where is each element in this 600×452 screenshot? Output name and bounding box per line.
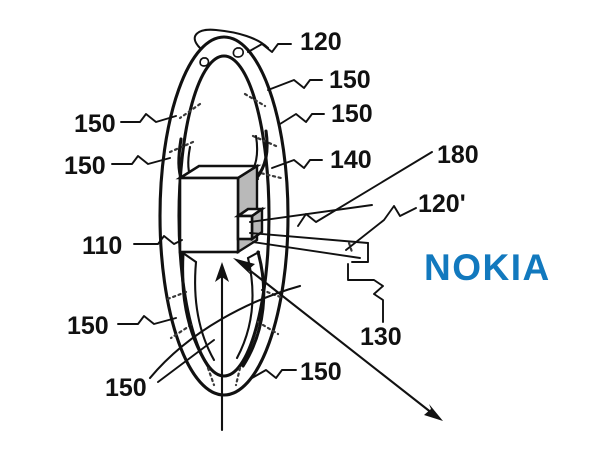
ring-segment-dash-10 <box>206 366 216 387</box>
feed-arrow-short-diagonal-head <box>233 258 255 276</box>
leader-line-group <box>111 43 433 383</box>
ref-label-150-right-2: 150 <box>331 100 373 128</box>
ring-segment-dash-2 <box>251 134 278 148</box>
ref-label-180: 180 <box>437 141 479 169</box>
leader-180-rail-top <box>249 204 373 223</box>
leader-150-left-1 <box>120 113 177 123</box>
shoulder-joint-left-bottom <box>181 251 198 264</box>
leader-150-bottom-right <box>251 369 297 379</box>
ref-label-150-right-1: 150 <box>329 66 371 94</box>
ref-label-150-left-2: 150 <box>64 152 106 180</box>
leader-120-prime <box>345 205 417 251</box>
ref-label-150-bottom-r: 150 <box>300 358 342 386</box>
device-box-group <box>175 163 267 255</box>
shoulder-joint-right-bottom <box>246 250 261 260</box>
leader-140-right <box>271 159 323 169</box>
antenna-ring-group <box>158 28 290 397</box>
ref-label-140-right: 140 <box>330 146 372 174</box>
ring-lower-cone-left <box>181 251 210 368</box>
leader-120-top <box>247 43 292 53</box>
ring-segment-dash-3 <box>254 170 283 180</box>
ref-label-130: 130 <box>360 323 402 351</box>
device-box-front-face <box>178 176 240 254</box>
leader-110 <box>133 235 183 245</box>
ring-segment-dash-6 <box>163 290 188 302</box>
feed-arrow-vertical-head <box>215 262 229 282</box>
arrow-group <box>148 258 443 432</box>
nokia-wordmark-text: NOKIA <box>424 247 551 288</box>
leader-150-left-3 <box>117 315 177 325</box>
leader-150-left-2 <box>111 155 171 165</box>
ring-lower-cone-right <box>241 250 266 368</box>
reference-label-group: 120 150 150 140 180 120' 130 150 150 110… <box>64 28 479 402</box>
leader-rail-riser <box>351 242 369 263</box>
leader-150-bottom <box>157 339 215 383</box>
ring-inner-cone-right <box>254 129 269 181</box>
ref-label-120-top: 120 <box>300 28 342 56</box>
ring-segment-dash-1 <box>243 92 267 108</box>
ring-knot-left <box>199 57 210 67</box>
ring-top-tail <box>193 28 270 50</box>
ring-segment-dash-9 <box>256 320 280 336</box>
connector-block-front <box>236 214 254 241</box>
leader-150-right-2 <box>279 113 325 125</box>
ring-segment-dash-5 <box>168 140 195 154</box>
leader-180-rail-mid <box>249 232 369 244</box>
ring-knot-right <box>232 47 244 58</box>
ref-label-120-prime: 120' <box>418 190 466 218</box>
ref-label-110: 110 <box>82 232 122 260</box>
ring-segment-dash-11 <box>234 366 242 387</box>
ring-segment-dash-4 <box>178 102 202 120</box>
ref-label-150-left-3: 150 <box>67 312 109 340</box>
feed-arrow-diagonal <box>241 263 439 419</box>
leader-180 <box>297 151 433 227</box>
ref-label-150-left-1: 150 <box>74 110 116 138</box>
ring-lower-cone-left2 <box>194 260 216 362</box>
leader-130 <box>347 263 384 323</box>
bottom-sweep-line <box>148 284 302 380</box>
ring-segment-dash-7 <box>169 323 193 340</box>
leader-180-rail-low <box>252 241 361 259</box>
right-leader-group <box>249 204 373 263</box>
ring-lower-cone-right2 <box>235 256 254 360</box>
ref-label-150-bottom: 150 <box>105 374 147 402</box>
leader-150-right-1 <box>267 79 323 91</box>
nokia-logo: NOKIA <box>424 247 551 288</box>
feed-arrow-diagonal-head <box>424 404 443 421</box>
